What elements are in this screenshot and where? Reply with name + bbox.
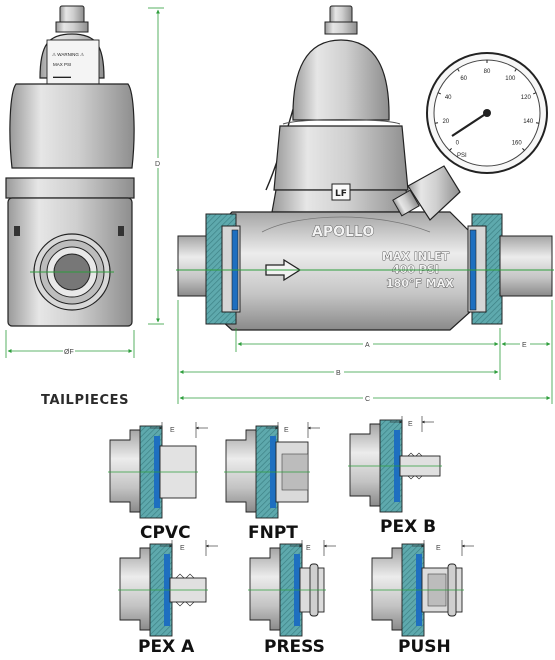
svg-text:⚠ WARNING ⚠: ⚠ WARNING ⚠ — [52, 52, 85, 57]
dim-e-label: E — [522, 342, 527, 349]
tailpiece-press: E PRESS — [248, 540, 336, 657]
tailpiece-dim-e: E — [306, 545, 311, 552]
tailpiece-label-pex-a: PEX A — [138, 637, 195, 657]
gauge-tick — [533, 92, 537, 95]
gauge-tick — [514, 68, 517, 72]
front-dimensions: D ØF — [5, 7, 164, 358]
gauge-scale-label: 20 — [442, 119, 449, 125]
tailpiece-push: E PUSH — [370, 540, 474, 657]
gauge-scale-label: 40 — [445, 95, 452, 101]
tailpiece-dim-e: E — [170, 427, 175, 434]
brand-text: APOLLO — [312, 224, 374, 240]
section-title: TAILPIECES — [41, 393, 129, 408]
tailpiece-dim-e: E — [408, 421, 413, 428]
svg-text:MAX PSI: MAX PSI — [53, 62, 71, 67]
gauge-tick — [449, 148, 452, 151]
gauge-tick — [457, 68, 460, 72]
tailpiece-label-push: PUSH — [398, 637, 451, 657]
gauge-scale-label: 100 — [505, 76, 516, 82]
gauge-scale-label: 140 — [523, 119, 534, 125]
gauge-tick — [434, 122, 439, 124]
gauge-tick — [437, 92, 441, 95]
tailpiece-cpvc: E CPVC — [108, 422, 208, 543]
side-dimensions: A E B C — [177, 300, 553, 404]
max-temp-text: 180°F MAX — [386, 277, 454, 290]
dim-width-label: ØF — [64, 349, 74, 356]
tailpiece-dim-e: E — [180, 545, 185, 552]
tailpiece-pex-a: E PEX A — [118, 540, 218, 657]
svg-text:▬▬▬▬: ▬▬▬▬ — [53, 74, 72, 79]
gauge-tick — [535, 122, 540, 124]
tailpiece-fnpt: E FNPT — [224, 422, 320, 543]
dim-c-label: C — [365, 396, 370, 403]
max-inlet-text: MAX INLET — [382, 250, 450, 263]
tailpiece-dim-e: E — [436, 545, 441, 552]
gauge-scale-label: 160 — [512, 141, 523, 147]
tailpiece-dim-e: E — [284, 427, 289, 434]
gauge-scale-label: 0 — [456, 141, 460, 147]
tailpiece-label-pex-b: PEX B — [380, 517, 436, 537]
gauge-tick — [522, 148, 525, 151]
dim-height-label: D — [155, 161, 160, 168]
gauge-unit-label: PSI — [457, 153, 467, 159]
gauge-scale-label: 60 — [460, 76, 467, 82]
lead-free-stamp — [331, 183, 351, 201]
dim-a-label: A — [365, 342, 370, 349]
tailpiece-grid: E CPVC E FNPT — [108, 416, 474, 657]
tailpiece-label-press: PRESS — [264, 637, 325, 657]
dim-b-label: B — [336, 370, 341, 377]
front-view: ⚠ WARNING ⚠ MAX PSI ▬▬▬▬ ▬▬▬▬▬ ▬▬▬ ▬▬▬▬ … — [5, 5, 135, 327]
lead-free-text: LF — [335, 189, 347, 199]
tailpiece-pex-b: E PEX B — [348, 416, 442, 537]
tailpiece-label-cpvc: CPVC — [140, 523, 191, 543]
tailpiece-label-fnpt: FNPT — [248, 523, 298, 543]
gauge-scale-label: 120 — [521, 95, 532, 101]
gauge-needle — [451, 112, 488, 137]
gauge-scale-label: 80 — [484, 69, 491, 75]
